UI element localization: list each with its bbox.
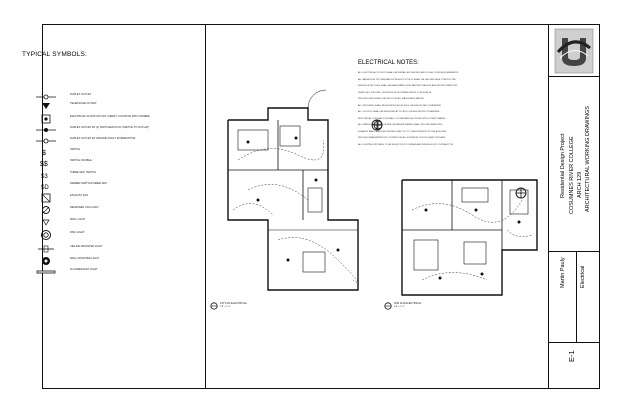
- north-arrow-icon: [515, 187, 527, 199]
- sheet-number: E-1: [567, 350, 576, 362]
- double-switch-icon: $$: [40, 161, 48, 168]
- second-floor-caption-scale: 1/8" = 1'-0": [394, 306, 405, 308]
- legend-item-label: DISC LIGHT: [70, 231, 85, 234]
- legend-item-label: WALL LIGHT: [70, 218, 86, 221]
- legend-item: CEILING MOUNTED LIGHT: [22, 243, 162, 255]
- legend-item-label: DUPLEX OUTLET W/ (1) SWITCHED PLUG (SWIT…: [70, 126, 150, 129]
- legend-item: $$ SWITCH DOUBLE: [22, 157, 162, 169]
- legend-item-label: WALL MOUNTED LIGHT: [70, 257, 100, 260]
- switch-icon: $: [42, 150, 46, 157]
- note-line: ALL WIRING SHALL BE COPPER, ALUMINUM WIR…: [358, 124, 443, 126]
- legend-item-label: FLUORESCENT LIGHT: [70, 268, 98, 271]
- legend-item-label: RECESSED CAN LIGHT: [70, 206, 99, 209]
- note-line: EXHAUST FANS SHALL BE VENTED DIRECTLY TO…: [358, 130, 447, 133]
- exhaust-fan-icon: [41, 193, 51, 203]
- second-floor-caption-title: 2ND FLR ELECTRICAL: [394, 302, 422, 305]
- legend-item: TELEPHONE OUTLET: [22, 100, 162, 112]
- title-block: [548, 24, 600, 389]
- legend-item: DUPLEX OUTLET W/ (1) SWITCHED PLUG (SWIT…: [22, 124, 162, 136]
- legend-item: $D DIMMER SWITCH/THREE WAY: [22, 180, 162, 192]
- legend-item: DUPLEX OUTLET: [22, 91, 162, 103]
- fluorescent-light-icon: [36, 270, 56, 274]
- recessed-light-icon: [42, 206, 50, 214]
- legend-item: WALL LIGHT: [22, 216, 162, 228]
- note-line: ELECTRICAL CONTRACTOR SHALL COORDINATE A…: [358, 117, 446, 120]
- legend-item-label: SWITCH: [70, 148, 81, 151]
- wall-mounted-light-icon: [42, 257, 50, 265]
- course-code: ARCH 129: [577, 171, 583, 198]
- legend-item: $3 THREE-WAY SWITCH: [22, 169, 162, 181]
- gfi-outlet-icon: [36, 138, 56, 144]
- note-line: ALL ELECTRICAL OUTLETS SHALL BE INSTALLE…: [358, 72, 459, 74]
- telephone-outlet-icon: [42, 103, 50, 109]
- legend-item-label: DUPLEX OUTLET W/ GROUND FAULT INTERRUPTO…: [70, 137, 136, 140]
- ceiling-light-icon: [38, 245, 54, 253]
- legend-item: WALL MOUNTED LIGHT: [22, 255, 162, 267]
- duplex-outlet-icon: [36, 94, 56, 100]
- note-line: ALL LIGHTING FIXTURES TO BE SELECTED BY …: [358, 143, 453, 146]
- sheet-discipline: Electrical: [580, 265, 586, 288]
- legend-divider: [205, 24, 206, 389]
- note-line: VERIFY ALL FIXTURE LOCATIONS WITH OWNER …: [358, 91, 432, 94]
- svg-text:$3: $3: [41, 174, 48, 180]
- disc-light-icon: [41, 230, 51, 240]
- dimmer-switch-icon: $D: [41, 185, 49, 191]
- legend-item: RECESSED CAN LIGHT: [22, 204, 162, 216]
- project-name: Residential Design Project: [560, 133, 566, 198]
- note-line: PROVIDE WEATHERPROOF COVERS FOR ALL EXTE…: [358, 137, 446, 139]
- college-logo-icon: [554, 28, 594, 74]
- first-floor-caption-title: 1ST FLR ELECTRICAL: [220, 302, 248, 305]
- legend-item-label: EXHAUST FAN: [70, 194, 88, 197]
- legend-title: TYPICAL SYMBOLS:: [22, 51, 88, 58]
- first-floor-caption-scale: 1/8" = 1'-0": [220, 306, 231, 308]
- legend-item-label: SWITCH DOUBLE: [70, 159, 92, 162]
- note-line: SMOKE DETECTORS SHALL BE HARDWIRED WITH …: [358, 85, 458, 87]
- first-floor-plan: [227, 89, 383, 291]
- north-arrow-icon: [371, 119, 383, 131]
- title-block-divider: [548, 24, 549, 389]
- wall-light-icon: [42, 219, 50, 226]
- legend-item: $ SWITCH: [22, 146, 162, 158]
- note-line: ALL OUTLETS SHALL BE MOUNTED AT 12" A.F.…: [358, 111, 440, 113]
- legend-item: FLUORESCENT LIGHT: [22, 266, 162, 278]
- svg-text:$$: $$: [40, 161, 48, 168]
- second-floor-plan: [401, 179, 538, 296]
- caption-marker-icon: [384, 302, 392, 310]
- legend-item-label: TELEPHONE OUTLET: [70, 102, 97, 105]
- note-line: ALL SWITCHES SHALL BE MOUNTED AT 48" A.F…: [358, 104, 441, 107]
- floor-outlet-icon: [41, 114, 51, 124]
- legend-item: DUPLEX OUTLET W/ GROUND FAULT INTERRUPTO…: [22, 135, 162, 147]
- svg-text:$D: $D: [41, 185, 49, 191]
- legend-item-label: ELECTRICAL FLOOR OUTLET (VERIFY LOCATION…: [70, 115, 151, 118]
- college-name: COSUMNES RIVER COLLEGE: [569, 136, 575, 214]
- caption-marker-icon: [210, 302, 218, 310]
- note-line: ALL BATHROOM, KITCHEN AND EXTERIOR OUTLE…: [358, 78, 456, 81]
- three-way-switch-icon: $3: [41, 174, 48, 180]
- drawing-set-subtitle: ARCHITECTURAL WORKING DRAWINGS: [585, 106, 591, 212]
- electrical-notes-title: ELECTRICAL NOTES:: [358, 60, 419, 66]
- legend-item-label: THREE-WAY SWITCH: [70, 171, 97, 174]
- switched-outlet-icon: [36, 128, 56, 132]
- svg-text:$: $: [42, 150, 46, 157]
- author-name: Martin Pauly: [560, 257, 566, 288]
- legend-item: DISC LIGHT: [22, 229, 162, 241]
- legend-item-label: CEILING MOUNTED LIGHT: [70, 245, 103, 248]
- legend-item-label: DUPLEX OUTLET: [70, 93, 92, 96]
- drawing-sheet: [42, 24, 600, 389]
- note-line: PROVIDE DEDICATED CIRCUITS FOR ALL MAJOR…: [358, 98, 424, 100]
- legend-item: ELECTRICAL FLOOR OUTLET (VERIFY LOCATION…: [22, 113, 162, 125]
- legend-item-label: DIMMER SWITCH/THREE WAY: [70, 182, 108, 185]
- legend-item: EXHAUST FAN: [22, 192, 162, 204]
